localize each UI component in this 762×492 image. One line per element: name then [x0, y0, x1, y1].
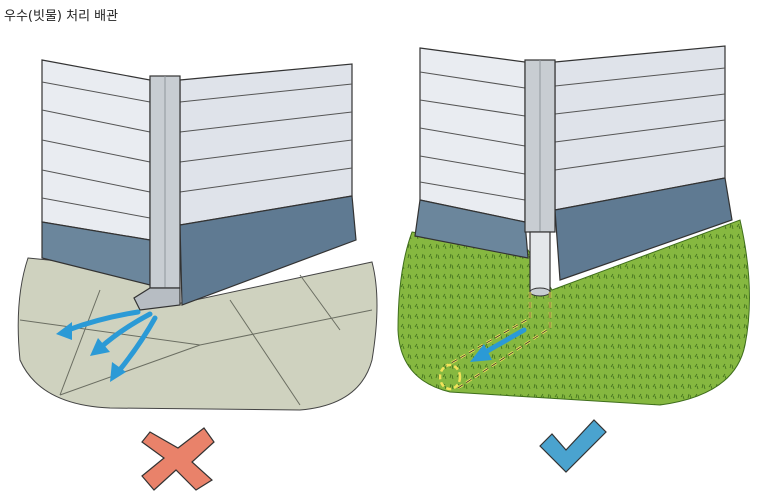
- right-foundation: [179, 195, 357, 306]
- downspout-extension: [529, 231, 551, 293]
- water-arrowheads: [56, 322, 126, 382]
- left-wall-boards: [41, 81, 151, 219]
- panel-correct: [397, 45, 750, 473]
- right-wall-boards: [179, 83, 353, 193]
- panel-wrong: [17, 59, 378, 491]
- right-wall-boards-right: [554, 67, 726, 171]
- drain-flow-arrow: [470, 327, 527, 362]
- left-wall-siding: [41, 59, 151, 241]
- left-foundation-right: [414, 199, 529, 259]
- drain-outlet: [438, 363, 462, 391]
- downspout-elbow: [133, 287, 181, 311]
- diagram-title: 우수(빗물) 처리 배관: [4, 9, 119, 24]
- right-foundation-right: [554, 177, 733, 281]
- pavement-ground: [17, 257, 378, 411]
- check-mark-icon: [539, 419, 607, 473]
- left-wall-boards-right: [419, 71, 526, 201]
- cross-mark-icon: [141, 427, 215, 491]
